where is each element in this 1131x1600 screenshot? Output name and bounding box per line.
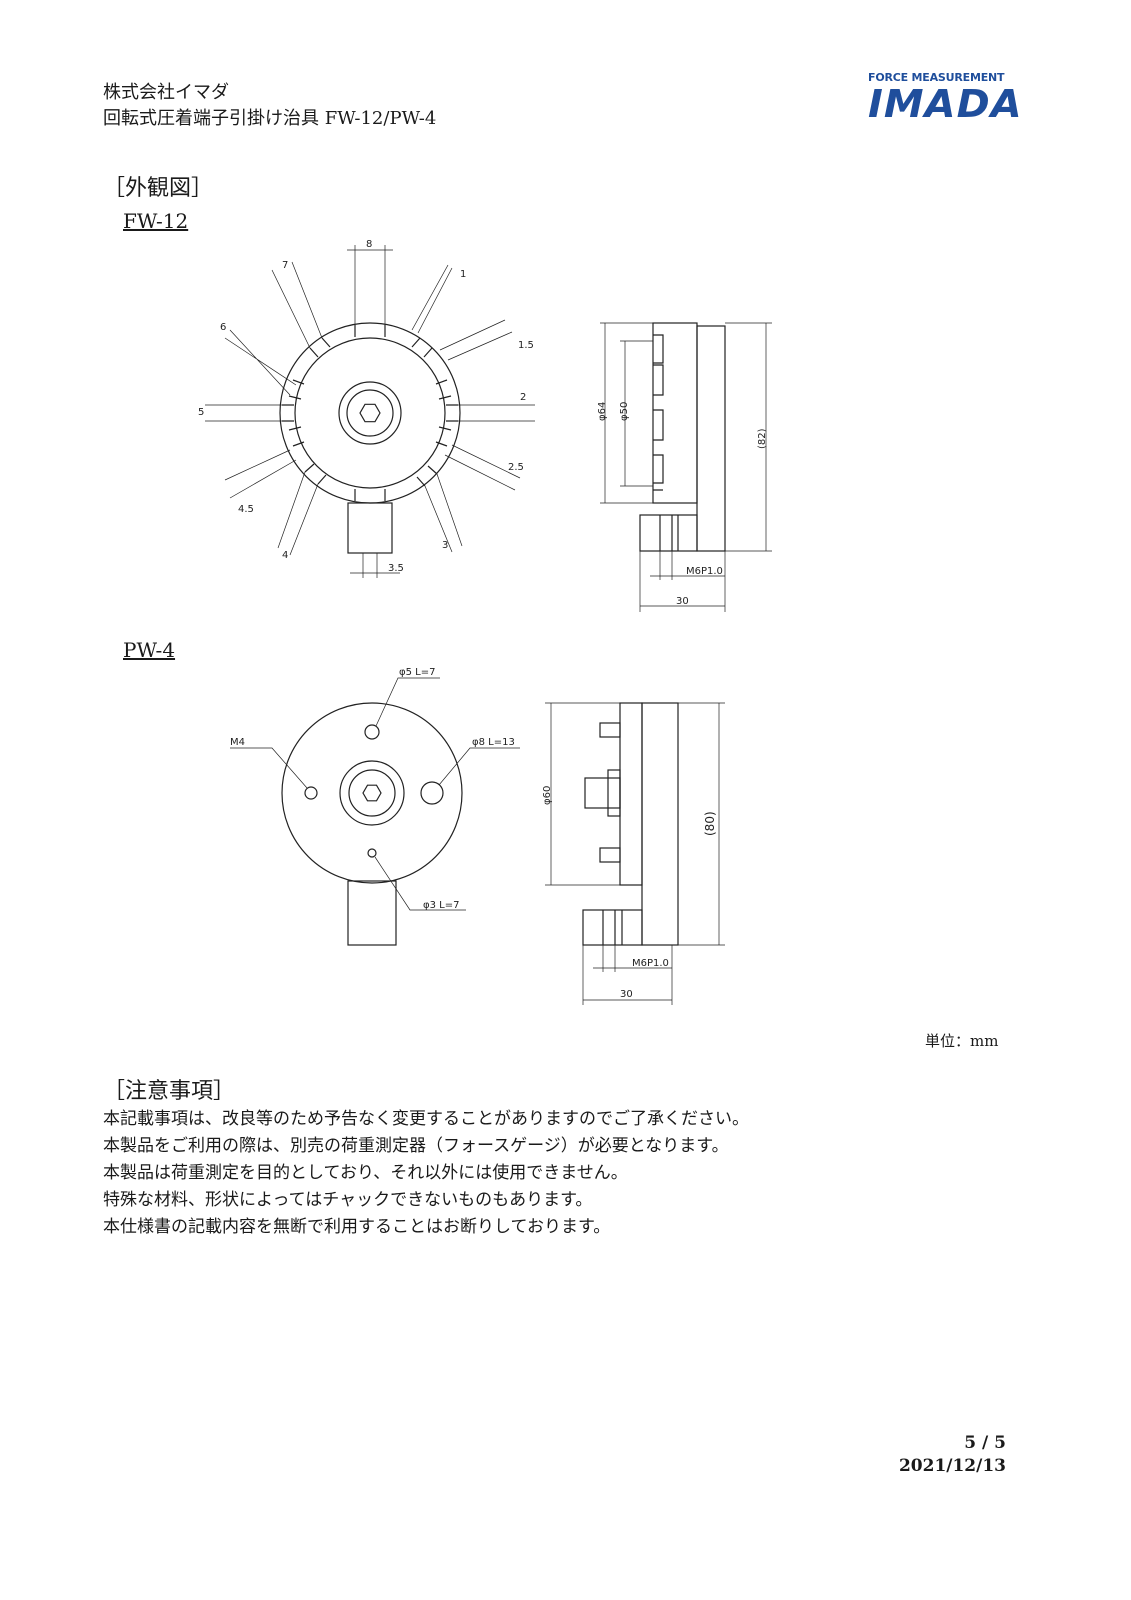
company-name: 株式会社イマダ <box>103 82 229 103</box>
unit-label: 単位：mm <box>925 1032 999 1050</box>
dim-fw-1-5: 1.5 <box>518 340 534 351</box>
note-item: 本製品をご利用の際は、別売の荷重測定器（フォースゲージ）が必要となります。 <box>103 1136 729 1156</box>
dim-pw-m6: M6P1.0 <box>632 958 669 969</box>
dim-fw-7: 7 <box>282 260 288 271</box>
dim-fw-30: 30 <box>676 596 689 607</box>
dim-fw-5: 5 <box>198 407 204 418</box>
document-date: 2021/12/13 <box>898 1456 1006 1476</box>
imada-logo: FORCE MEASUREMENT IMADA <box>868 71 1022 125</box>
dim-fw-3: 3 <box>442 540 448 551</box>
pw4-side-view <box>545 702 725 1005</box>
fw12-front-view <box>205 245 535 578</box>
note-item: 本製品は荷重測定を目的としており、それ以外には使用できません。 <box>103 1163 628 1183</box>
dim-fw-phi64: φ64 <box>597 402 608 421</box>
pw4-front-view <box>230 677 520 946</box>
dim-pw-phi60: φ60 <box>542 786 553 805</box>
outline-heading: ［外観図］ <box>103 176 214 201</box>
pw4-label: PW-4 <box>123 638 176 662</box>
dim-fw-phi50: φ50 <box>619 402 630 421</box>
technical-drawings: 8 7 1 6 1.5 5 2 2.5 4.5 4 3 3.5 φ64 φ50 … <box>198 239 772 1005</box>
dim-pw-30: 30 <box>620 989 633 1000</box>
dim-pw-m4: M4 <box>230 737 245 748</box>
fw12-label: FW-12 <box>123 209 189 233</box>
dim-fw-4-5: 4.5 <box>238 504 254 515</box>
dim-fw-1: 1 <box>460 269 466 280</box>
dim-fw-4: 4 <box>282 550 288 561</box>
dim-fw-6: 6 <box>220 322 226 333</box>
dim-fw-m6: M6P1.0 <box>686 566 723 577</box>
page-number: 5 / 5 <box>964 1433 1006 1453</box>
dim-fw-8: 8 <box>366 239 372 250</box>
dim-pw-phi3: φ3 L=7 <box>423 900 459 911</box>
dim-fw-2: 2 <box>520 392 526 403</box>
dim-fw-3-5: 3.5 <box>388 563 404 574</box>
dim-pw-80: (80) <box>703 811 717 836</box>
notes-list: 本記載事項は、改良等のため予告なく変更することがありますのでご了承ください。 本… <box>103 1106 749 1241</box>
dim-fw-82: (82) <box>757 428 768 449</box>
dim-fw-2-5: 2.5 <box>508 462 524 473</box>
note-item: 本仕様書の記載内容を無断で利用することはお断りしております。 <box>103 1217 611 1237</box>
logo-tagline: FORCE MEASUREMENT <box>868 71 1005 84</box>
dim-pw-phi5: φ5 L=7 <box>399 667 435 678</box>
document-title: 回転式圧着端子引掛け治具 FW-12/PW-4 <box>103 108 437 129</box>
notes-heading: ［注意事項］ <box>103 1079 236 1104</box>
fw12-side-view <box>600 322 772 612</box>
logo-wordmark: IMADA <box>868 82 1023 126</box>
note-item: 本記載事項は、改良等のため予告なく変更することがありますのでご了承ください。 <box>103 1109 749 1129</box>
dim-pw-phi8: φ8 L=13 <box>472 737 515 748</box>
note-item: 特殊な材料、形状によってはチャックできないものもあります。 <box>103 1190 593 1210</box>
